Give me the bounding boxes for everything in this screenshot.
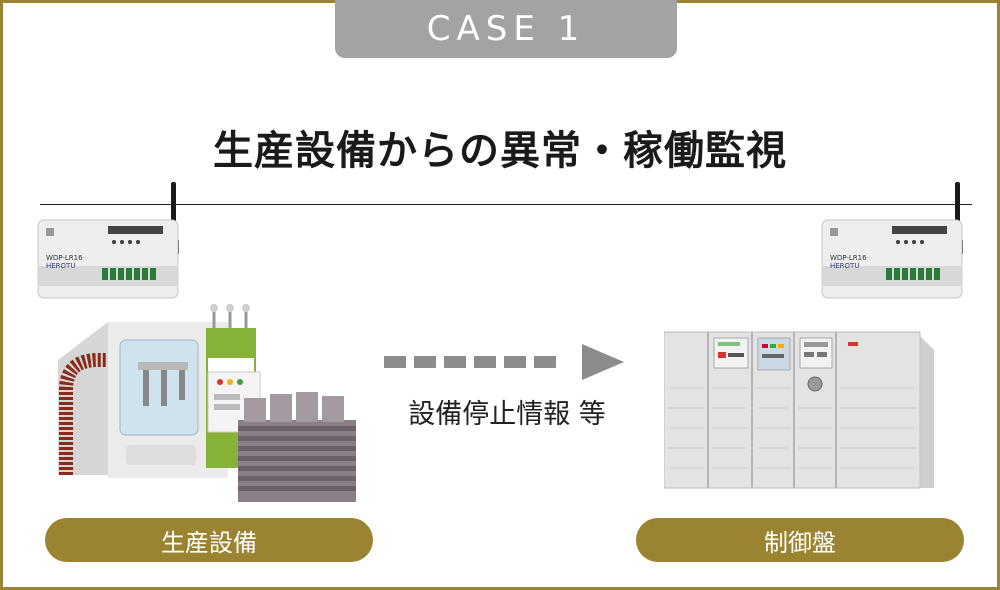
wireless-logger-device-left: WDP-LR16 HEROTU: [37, 182, 179, 299]
device-model-label: WDP-LR16: [46, 254, 83, 262]
flow-label: 設備停止情報 等: [408, 399, 606, 430]
title-divider: [40, 204, 972, 205]
wireless-logger-device-right: WDP-LR16 HEROTU: [821, 182, 963, 299]
device-brand-label: HEROTU: [46, 262, 75, 270]
caption-production-equipment: 生産設備: [45, 518, 373, 562]
page-title: 生産設備からの異常・稼働監視: [213, 128, 787, 174]
production-machine-illustration: [58, 304, 356, 502]
device-model-label: WDP-LR16: [830, 254, 867, 262]
flow-arrow: [384, 344, 624, 380]
caption-control-panel: 制御盤: [636, 518, 964, 562]
device-brand-label: HEROTU: [830, 262, 859, 270]
control-panel-illustration: [664, 331, 934, 489]
case-label: CASE 1: [335, 0, 677, 58]
